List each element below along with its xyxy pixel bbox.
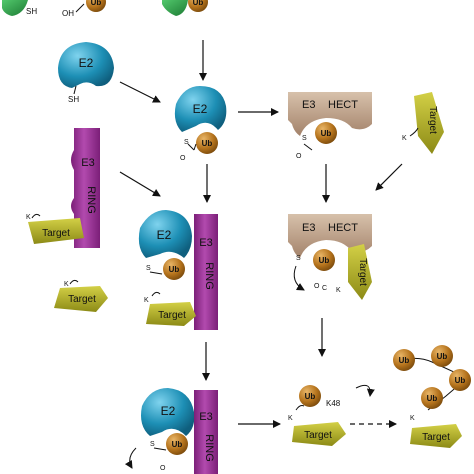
e1-enzyme-shape <box>2 0 28 16</box>
svg-text:Ub: Ub <box>172 440 183 449</box>
svg-text:Ub: Ub <box>319 256 330 265</box>
svg-text:E2: E2 <box>161 404 176 418</box>
svg-text:Ub: Ub <box>321 129 332 138</box>
svg-text:C: C <box>322 285 327 292</box>
svg-text:S: S <box>150 441 155 448</box>
hect-complex: E3 HECT Ub S Target K O C <box>288 214 372 300</box>
ub-carboxyl-bond <box>75 3 85 13</box>
svg-text:K: K <box>144 297 149 304</box>
ring-catalysis-complex: E2 E3 RING Ub S O <box>124 388 218 474</box>
svg-text:O: O <box>160 465 166 472</box>
free-e2-thiol-label: SH <box>68 95 79 104</box>
pathway-arrows <box>119 40 403 428</box>
ring-domain-label: RING <box>85 186 97 214</box>
svg-text:Ub: Ub <box>305 392 316 401</box>
svg-text:O: O <box>180 155 186 162</box>
e1-thiol-label: SH <box>26 7 37 16</box>
svg-text:S: S <box>302 135 307 142</box>
e2-thioester-ub-label: Ub <box>202 139 213 148</box>
svg-text:Target: Target <box>357 258 368 286</box>
e1-ub-circle <box>188 0 208 12</box>
svg-text:HECT: HECT <box>328 222 358 234</box>
e2-thioester-ub-circle <box>196 132 218 154</box>
free-target-label: Target <box>68 294 96 305</box>
svg-text:E3: E3 <box>199 411 212 423</box>
svg-text:K: K <box>64 281 69 288</box>
svg-text:Target: Target <box>427 106 438 134</box>
e1-ub-label: Ub <box>193 0 204 7</box>
e1-ub-enzyme-shape <box>162 0 188 16</box>
ring-e3-with-target: E3 RING Target K <box>26 128 100 248</box>
svg-text:Target: Target <box>158 310 186 321</box>
svg-text:S: S <box>146 265 151 272</box>
ring-complex: E2 E3 RING Ub S Target K <box>138 210 218 330</box>
svg-text:K: K <box>336 287 341 294</box>
ring-bound-target-label: Target <box>42 228 70 239</box>
svg-text:Ub: Ub <box>399 356 410 365</box>
svg-text:K: K <box>288 415 293 422</box>
svg-text:S: S <box>184 139 189 146</box>
svg-text:Ub: Ub <box>427 394 438 403</box>
ring-e3-label: E3 <box>81 157 94 169</box>
svg-text:E3: E3 <box>199 237 212 249</box>
free-target-left: Target K <box>54 279 108 312</box>
svg-text:Ub: Ub <box>169 265 180 274</box>
free-e2-label: E2 <box>79 56 94 70</box>
svg-text:K: K <box>26 214 31 221</box>
ring-complex-e2-label: E2 <box>157 228 172 242</box>
k48-label: K48 <box>326 399 341 408</box>
monoubiquitinated-target: Ub K48 K Target <box>288 384 375 446</box>
ub-hydroxyl-label: OH <box>62 9 74 18</box>
svg-text:O: O <box>296 153 302 160</box>
svg-text:RING: RING <box>203 262 215 290</box>
free-ub-label: Ub <box>91 0 102 7</box>
svg-text:S: S <box>296 255 301 262</box>
polyubiquitinated-target: Ub Ub Ub Ub K Target <box>393 345 471 448</box>
free-target-right: Target K <box>402 92 444 154</box>
svg-text:Target: Target <box>422 432 450 443</box>
svg-text:K: K <box>410 415 415 422</box>
svg-text:E3: E3 <box>302 222 315 234</box>
svg-text:O: O <box>314 283 320 290</box>
svg-text:Ub: Ub <box>455 376 466 385</box>
free-ub-circle <box>86 0 106 12</box>
svg-text:RING: RING <box>203 434 215 462</box>
hect-e3-thioester: E3 HECT Ub S O <box>288 92 372 160</box>
svg-text:K: K <box>402 135 407 142</box>
free-e2: E2 SH <box>58 42 114 104</box>
e2-ub-thioester: E2 Ub S O <box>174 86 227 162</box>
svg-text:Ub: Ub <box>437 352 448 361</box>
hect-e3-label: E3 <box>302 99 315 111</box>
hect-domain-label: HECT <box>328 99 358 111</box>
e2-thioester-label: E2 <box>193 102 208 116</box>
svg-text:Target: Target <box>304 430 332 441</box>
